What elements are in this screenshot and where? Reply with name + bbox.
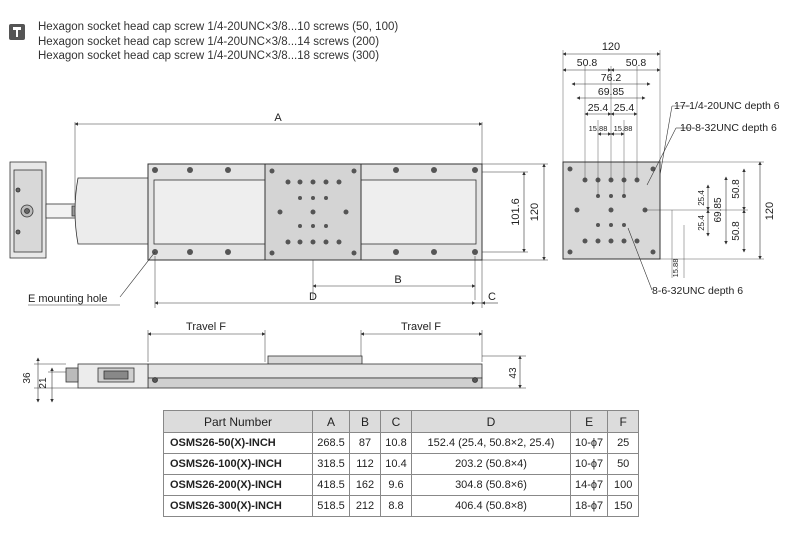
table-header-row: Part Number A B C D E F	[163, 410, 640, 433]
end-dim-25-4-b: 25.4	[614, 102, 635, 114]
table-cell: 152.4 (25.4, 50.8×2, 25.4)	[411, 432, 571, 454]
end-dim-r-50-8-b: 50.8	[731, 221, 742, 241]
end-dim-r-50-8-a: 50.8	[731, 179, 742, 199]
table-cell: 10.8	[380, 432, 412, 454]
col-header: C	[380, 410, 412, 433]
table-cell: 203.2 (50.8×4)	[411, 453, 571, 475]
table-cell: 100	[607, 474, 640, 496]
end-dim-50-8-left: 50.8	[577, 57, 598, 69]
dim-36-label: 36	[22, 372, 33, 384]
end-dim-r-25-4-b: 25.4	[697, 215, 706, 231]
end-dim-15-88-a: 15.88	[589, 124, 608, 133]
col-header: F	[607, 410, 640, 433]
dim-b-label: B	[394, 274, 401, 286]
end-dim-25-4-a: 25.4	[588, 102, 609, 114]
part-number-cell: OSMS26-300(X)-INCH	[163, 495, 313, 517]
table-cell: 18-ϕ7	[569, 495, 609, 517]
table-cell: 268.5	[312, 432, 350, 454]
table-cell: 318.5	[312, 453, 350, 475]
table-row: OSMS26-50(X)-INCH 268.5 87 10.8 152.4 (2…	[163, 432, 640, 454]
table-cell: 14-ϕ7	[569, 474, 609, 496]
dim-43-label: 43	[508, 367, 519, 379]
table-cell: 304.8 (50.8×6)	[411, 474, 571, 496]
part-number-cell: OSMS26-50(X)-INCH	[163, 432, 313, 454]
table-row: OSMS26-200(X)-INCH 418.5 162 9.6 304.8 (…	[163, 474, 640, 496]
table-cell: 406.4 (50.8×8)	[411, 495, 571, 517]
end-dim-r-15-88: 15.88	[671, 259, 680, 278]
end-dim-69-85: 69.85	[598, 86, 624, 98]
table-cell: 87	[349, 432, 381, 454]
end-dim-15-88-b: 15.88	[614, 124, 633, 133]
table-cell: 518.5	[312, 495, 350, 517]
col-header: Part Number	[163, 410, 313, 433]
table-cell: 9.6	[380, 474, 412, 496]
table-cell: 112	[349, 453, 381, 475]
end-dim-r-120: 120	[764, 202, 776, 220]
thread-17-label: 17-1/4-20UNC depth 6	[674, 100, 780, 112]
screw-note-line: Hexagon socket head cap screw 1/4-20UNC×…	[38, 21, 399, 33]
table-cell: 10-ϕ7	[569, 453, 609, 475]
dim-d-label: D	[309, 291, 317, 303]
table-cell: 8.8	[380, 495, 412, 517]
thread-8-label: 8-6-32UNC depth 6	[652, 285, 743, 297]
end-dim-50-8-right: 50.8	[626, 57, 647, 69]
table-row: OSMS26-300(X)-INCH 518.5 212 8.8 406.4 (…	[163, 495, 640, 517]
col-header: E	[569, 410, 609, 433]
screw-notes: Hexagon socket head cap screw 1/4-20UNC×…	[38, 20, 398, 64]
table-cell: 50	[607, 453, 640, 475]
top-view	[9, 122, 548, 308]
thread-10-label: 10-8-32UNC depth 6	[680, 122, 777, 134]
table-cell: 150	[607, 495, 640, 517]
col-header: D	[411, 410, 571, 433]
col-header: A	[312, 410, 350, 433]
spec-table: Part Number A B C D E F OSMS26-50(X)-INC…	[163, 410, 640, 517]
travel-right-label: Travel F	[401, 321, 441, 333]
dim-c-label: C	[488, 291, 496, 303]
part-number-cell: OSMS26-200(X)-INCH	[163, 474, 313, 496]
end-dim-76-2: 76.2	[601, 72, 622, 84]
col-header: B	[349, 410, 381, 433]
table-row: OSMS26-100(X)-INCH 318.5 112 10.4 203.2 …	[163, 453, 640, 475]
end-dim-120: 120	[602, 41, 620, 53]
technical-drawing: A B D C 101.6 120 E mounting hole Travel…	[9, 41, 780, 403]
mounting-hole-label: E mounting hole	[28, 293, 108, 305]
side-view	[34, 330, 526, 403]
dim-a-label: A	[274, 112, 282, 124]
dim-101-6-label: 101.6	[510, 198, 522, 226]
table-cell: 10.4	[380, 453, 412, 475]
travel-left-label: Travel F	[186, 321, 226, 333]
table-cell: 162	[349, 474, 381, 496]
screw-note-icon	[9, 24, 25, 40]
table-cell: 212	[349, 495, 381, 517]
dim-21-label: 21	[38, 377, 49, 389]
table-cell: 10-ϕ7	[569, 432, 609, 454]
screw-note-line: Hexagon socket head cap screw 1/4-20UNC×…	[38, 35, 380, 48]
table-cell: 418.5	[312, 474, 350, 496]
end-dim-r-25-4-a: 25.4	[697, 190, 706, 206]
part-number-cell: OSMS26-100(X)-INCH	[163, 453, 313, 475]
end-view	[562, 50, 764, 291]
end-dim-r-69-85: 69.85	[713, 197, 724, 222]
screw-note-line: Hexagon socket head cap screw 1/4-20UNC×…	[38, 50, 380, 62]
dim-120-label: 120	[529, 203, 541, 221]
table-cell: 25	[607, 432, 640, 454]
